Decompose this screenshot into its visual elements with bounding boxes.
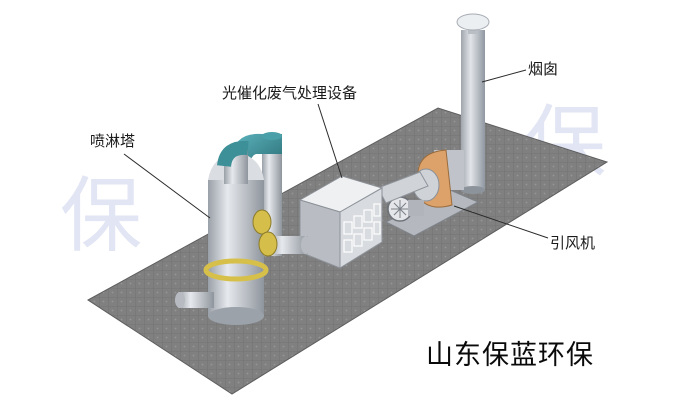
photocatalytic-unit bbox=[298, 175, 384, 269]
leader-line-photocatalytic-unit bbox=[317, 103, 343, 179]
label-photocatalytic-unit: 光催化废气处理设备 bbox=[222, 84, 358, 102]
induced-draft-fan bbox=[384, 149, 480, 237]
spray-tower bbox=[175, 140, 278, 325]
leader-line-fan bbox=[453, 205, 549, 239]
label-chimney: 烟囱 bbox=[528, 60, 559, 78]
brand-name: 山东保蓝环保 bbox=[426, 340, 594, 371]
duct-to-fan bbox=[377, 171, 429, 204]
chimney bbox=[456, 13, 490, 194]
leader-line-spray-tower bbox=[123, 153, 211, 219]
watermark-left: 保 bbox=[60, 169, 143, 264]
label-induced-draft-fan: 引风机 bbox=[550, 234, 596, 252]
leader-line-chimney bbox=[481, 69, 527, 83]
label-spray-tower: 喷淋塔 bbox=[90, 132, 136, 150]
